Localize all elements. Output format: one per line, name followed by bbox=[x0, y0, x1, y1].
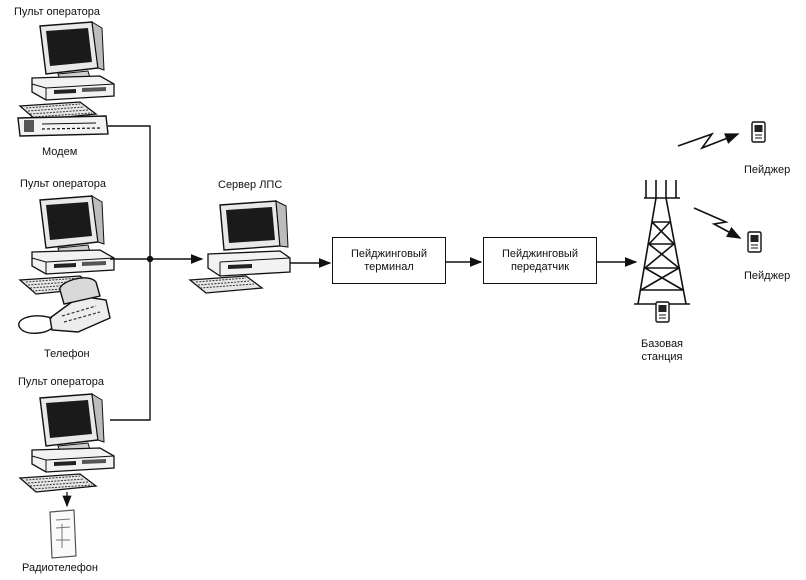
radiophone-label: Радиотелефон bbox=[22, 562, 98, 574]
pager-label-2: Пейджер bbox=[744, 270, 791, 282]
computer-icon bbox=[19, 393, 115, 493]
operator-console-label-3: Пульт оператора bbox=[18, 376, 105, 388]
paging-transmitter-box: Пейджинговый передатчик bbox=[483, 237, 597, 284]
base-station-line2: станция bbox=[641, 351, 683, 363]
computer-icon bbox=[19, 195, 115, 295]
paging-terminal-line1: Пейджинговый bbox=[351, 247, 427, 260]
modem-icon bbox=[17, 115, 109, 137]
radio-signal-icon bbox=[693, 207, 742, 239]
paging-terminal-box: Пейджинговый терминал bbox=[332, 237, 446, 284]
base-station-label: Базовая станция bbox=[630, 338, 694, 364]
telephone-icon bbox=[18, 277, 111, 334]
telephone-label: Телефон bbox=[44, 348, 90, 360]
antenna-tower-icon bbox=[634, 180, 690, 305]
operator-console-label-1: Пульт оператора bbox=[14, 6, 101, 18]
modem-label: Модем bbox=[42, 146, 78, 158]
server-computer-icon bbox=[188, 200, 291, 294]
computer-icon bbox=[19, 21, 115, 121]
radio-signal-icon bbox=[677, 132, 740, 150]
junction-dot bbox=[146, 255, 154, 263]
pager-icon bbox=[747, 231, 762, 253]
paging-transmitter-line1: Пейджинговый bbox=[502, 247, 578, 260]
operator-console-label-2: Пульт оператора bbox=[20, 178, 107, 190]
connection-lines bbox=[108, 125, 638, 421]
base-station-line1: Базовая bbox=[640, 338, 684, 350]
pager-icon bbox=[655, 301, 670, 323]
paging-transmitter-line2: передатчик bbox=[510, 260, 570, 273]
paging-terminal-line2: терминал bbox=[364, 260, 414, 273]
pager-icon bbox=[751, 121, 766, 143]
radiophone-icon bbox=[49, 509, 77, 559]
pager-label-1: Пейджер bbox=[744, 164, 791, 176]
server-label: Сервер ЛПС bbox=[218, 179, 283, 191]
